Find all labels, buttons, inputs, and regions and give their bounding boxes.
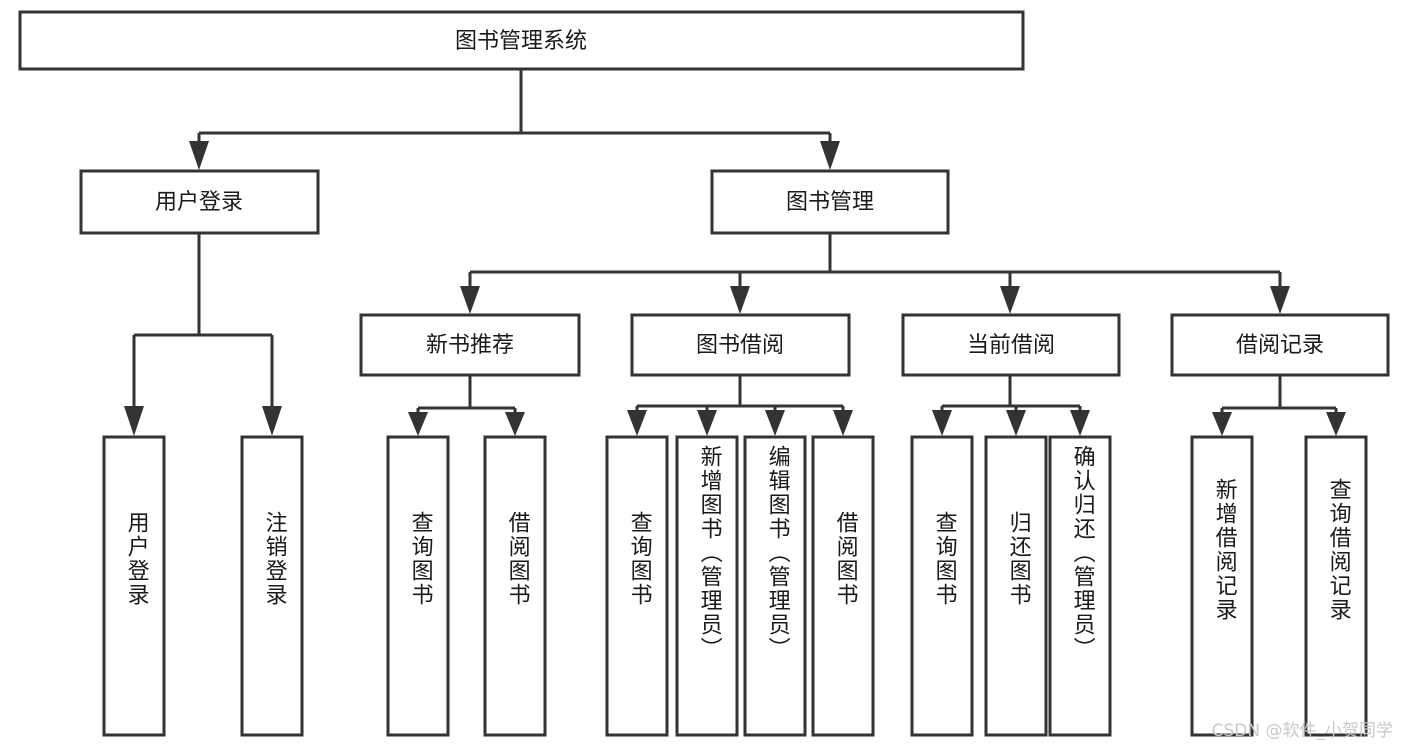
arrowhead-leaf-borrow-book-bb [833,410,853,436]
node-leaf-user-logout-label: 注销登录 [261,511,287,607]
node-leaf-edit-book-admin-label: 编辑图书（管理员） [764,445,790,661]
node-current-borrow-label: 当前借阅 [967,333,1055,358]
node-borrow-record[interactable]: 借阅记录 [1170,313,1390,377]
node-leaf-query-book-bb-box[interactable] [605,435,669,737]
arrowhead-leaf-borrow-book-rec [505,412,525,436]
node-root[interactable]: 图书管理系统 [18,10,1025,71]
arrowhead-leaf-add-book-admin [697,410,717,436]
arrowhead-leaf-query-book-rec [408,412,428,436]
node-leaf-add-book-admin-label: 新增图书（管理员） [696,445,722,661]
node-leaf-edit-book-admin-box[interactable] [743,435,807,737]
node-book-manage[interactable]: 图书管理 [710,169,950,235]
node-new-book-rec[interactable]: 新书推荐 [359,313,581,377]
leaf-box-layer [102,435,1368,737]
arrowhead-leaf-user-logout [262,406,282,436]
node-leaf-borrow-book-bb-label: 借阅图书 [832,511,858,607]
node-user-login[interactable]: 用户登录 [79,169,320,235]
node-borrow-record-label: 借阅记录 [1236,333,1324,358]
arrowhead-borrow-record [1270,286,1290,314]
watermark-text: CSDN @软件_小贺同学 [1211,721,1393,741]
arrowhead-book-manage [820,141,840,170]
arrowhead-leaf-user-login [124,406,144,436]
node-leaf-add-borrow-record-label: 新增借阅记录 [1211,478,1237,622]
arrowhead-new-book-rec [460,286,480,314]
node-book-manage-label: 图书管理 [786,190,874,215]
arrowhead-leaf-confirm-return-admin [1070,410,1090,436]
node-leaf-query-book-cb-box[interactable] [910,435,974,737]
node-leaf-query-borrow-record-label: 查询借阅记录 [1325,478,1351,622]
node-leaf-borrow-book-bb-box[interactable] [811,435,875,737]
node-leaf-add-book-admin-box[interactable] [675,435,739,737]
node-borrow-record-box [1170,313,1390,377]
node-user-login-box [79,169,320,235]
connector-layer [124,69,1346,436]
node-leaf-user-login-label: 用户登录 [123,511,149,607]
node-root-box [18,10,1025,71]
node-book-borrow-label: 图书借阅 [696,333,784,358]
node-leaf-confirm-return-admin-box[interactable] [1048,435,1112,737]
node-leaf-query-book-rec-box[interactable] [386,435,450,737]
node-leaf-query-borrow-record-box[interactable] [1304,435,1368,737]
node-book-manage-box [710,169,950,235]
arrowhead-book-borrow [730,286,750,314]
node-new-book-rec-label: 新书推荐 [426,333,514,358]
node-book-borrow[interactable]: 图书借阅 [630,313,851,377]
node-new-book-rec-box [359,313,581,377]
arrowhead-leaf-query-book-bb [627,410,647,436]
node-leaf-return-book-label: 归还图书 [1005,511,1031,607]
node-leaf-borrow-book-rec-box[interactable] [483,435,547,737]
arrowhead-user-login [189,141,209,170]
arrowhead-leaf-edit-book-admin [765,410,785,436]
node-root-label: 图书管理系统 [455,29,587,54]
arrowhead-current-borrow [1000,286,1020,314]
node-user-login-label: 用户登录 [155,190,243,215]
node-current-borrow-box [901,313,1121,377]
arrowhead-leaf-query-borrow-record [1326,412,1346,436]
node-leaf-query-book-bb-label: 查询图书 [626,511,652,607]
node-leaf-query-book-cb-label: 查询图书 [931,511,957,607]
arrowhead-leaf-query-book-cb [932,410,952,436]
node-book-borrow-box [630,313,851,377]
arrowhead-leaf-return-book [1006,410,1026,436]
node-leaf-user-logout-box[interactable] [240,435,304,737]
node-leaf-borrow-book-rec-label: 借阅图书 [504,511,530,607]
node-leaf-add-borrow-record-box[interactable] [1190,435,1254,737]
node-current-borrow[interactable]: 当前借阅 [901,313,1121,377]
arrowhead-leaf-add-borrow-record [1212,412,1232,436]
node-leaf-confirm-return-admin-label: 确认归还（管理员） [1069,445,1095,661]
node-leaf-user-login-box[interactable] [102,435,166,737]
node-leaf-query-book-rec-label: 查询图书 [407,511,433,607]
node-leaf-return-book-box[interactable] [984,435,1048,737]
